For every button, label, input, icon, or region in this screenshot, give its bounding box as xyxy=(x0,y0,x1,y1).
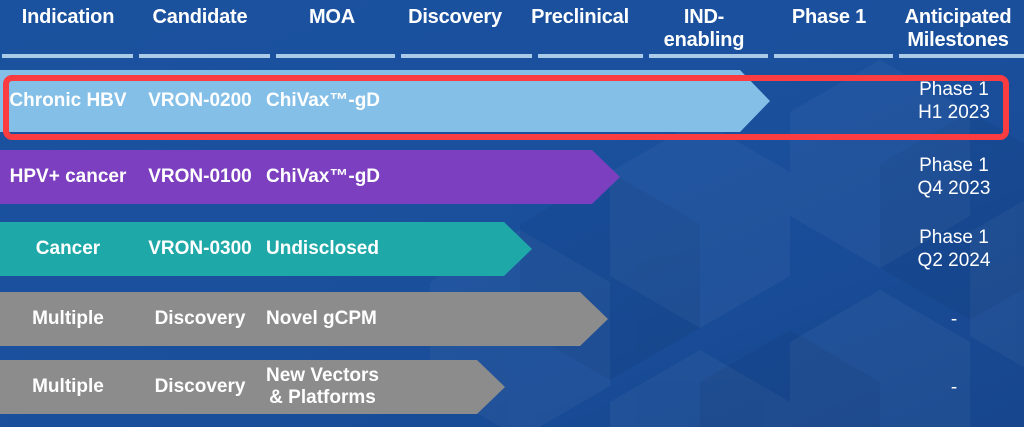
header-divider-2 xyxy=(139,54,270,58)
cell-milestone-row-5: - xyxy=(950,376,958,398)
pipeline-rows: Chronic HBV VRON-0200 ChiVax™-gD Phase 1… xyxy=(0,62,1024,427)
column-header-candidate: Candidate xyxy=(152,6,248,28)
table-row[interactable]: Cancer VRON-0300 Undisclosed Phase 1 Q2 … xyxy=(0,222,1024,276)
cell-candidate-row-3: VRON-0300 xyxy=(148,238,252,259)
column-header-phase-1: Phase 1 xyxy=(791,6,867,28)
cell-indication-row-2: HPV+ cancer xyxy=(9,166,127,187)
cell-milestone-row-1: Phase 1 H1 2023 xyxy=(918,79,990,123)
header-divider-1 xyxy=(2,54,133,58)
header-divider-6 xyxy=(649,54,768,58)
column-header-anticipated-milestones: Anticipated Milestones xyxy=(904,6,1012,51)
header-divider-4 xyxy=(401,54,532,58)
cell-indication-row-1: Chronic HBV xyxy=(9,90,127,111)
cell-moa-row-1: ChiVax™-gD xyxy=(266,90,381,111)
cell-candidate-row-5: Discovery xyxy=(154,376,246,397)
table-row[interactable]: HPV+ cancer VRON-0100 ChiVax™-gD Phase 1… xyxy=(0,150,1024,204)
table-row[interactable]: Chronic HBV VRON-0200 ChiVax™-gD Phase 1… xyxy=(0,70,1024,132)
cell-indication-row-3: Cancer xyxy=(35,238,101,259)
cell-moa-row-5: New Vectors & Platforms xyxy=(266,365,379,408)
cell-milestone-row-4: - xyxy=(950,308,958,330)
header-divider-8 xyxy=(899,54,1024,58)
header-divider-7 xyxy=(774,54,893,58)
table-row[interactable]: Multiple Discovery Novel gCPM - xyxy=(0,292,1024,346)
cell-moa-row-4: Novel gCPM xyxy=(266,308,377,329)
cell-moa-row-2: ChiVax™-gD xyxy=(266,166,381,187)
cell-moa-row-3: Undisclosed xyxy=(266,238,379,259)
cell-indication-row-4: Multiple xyxy=(32,308,104,329)
column-header-indication: Indication xyxy=(21,6,115,28)
cell-milestone-row-2: Phase 1 Q4 2023 xyxy=(917,155,991,199)
table-header: Indication Candidate MOA Discovery Precl… xyxy=(0,0,1024,62)
column-header-ind-enabling: IND- enabling xyxy=(663,6,745,51)
cell-candidate-row-2: VRON-0100 xyxy=(148,166,252,187)
header-divider-5 xyxy=(538,54,643,58)
column-header-preclinical: Preclinical xyxy=(531,6,629,28)
cell-candidate-row-1: VRON-0200 xyxy=(148,90,252,111)
cell-indication-row-5: Multiple xyxy=(32,376,104,397)
header-divider-3 xyxy=(276,54,395,58)
table-row[interactable]: Multiple Discovery New Vectors & Platfor… xyxy=(0,360,1024,414)
cell-milestone-row-3: Phase 1 Q2 2024 xyxy=(917,227,991,271)
cell-candidate-row-4: Discovery xyxy=(154,308,246,329)
